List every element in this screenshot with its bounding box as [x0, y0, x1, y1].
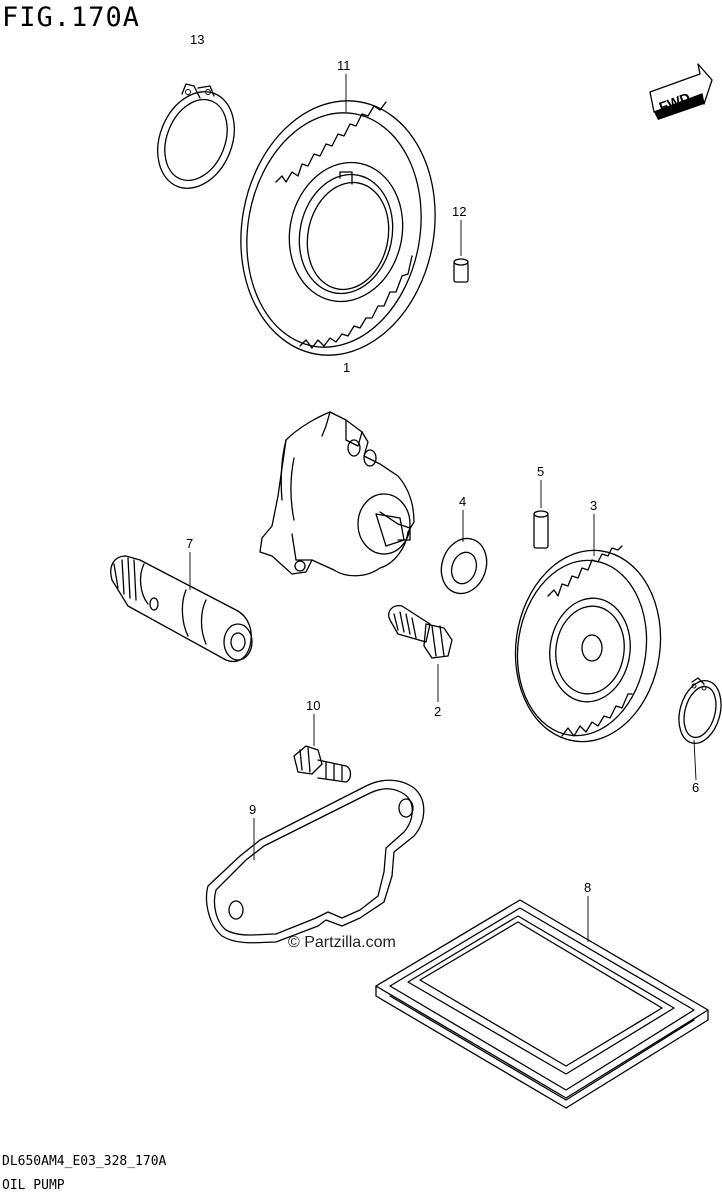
- callout-11: 11: [337, 58, 351, 73]
- diagram-name: OIL PUMP: [2, 1178, 65, 1193]
- driven-gear-3[interactable]: [503, 541, 672, 751]
- callouts: 13 11 12 1 7 4 5 3 2 10 6 9 8: [186, 32, 699, 895]
- bolt-2[interactable]: [388, 605, 453, 659]
- callout-7: 7: [186, 536, 193, 551]
- filter-8[interactable]: [375, 899, 709, 1109]
- callout-9: 9: [249, 802, 256, 817]
- callout-10: 10: [306, 698, 320, 713]
- drive-gear-1[interactable]: [221, 85, 455, 370]
- dowel-pin-12[interactable]: [453, 258, 469, 283]
- callout-12: 12: [452, 204, 466, 219]
- callout-4: 4: [459, 494, 466, 509]
- circlip-13[interactable]: [144, 80, 248, 200]
- pump-shaft-7[interactable]: [110, 555, 253, 663]
- diagram-code: DL650AM4_E03_328_170A: [2, 1154, 167, 1169]
- callout-5: 5: [537, 464, 544, 479]
- fwd-arrow-icon: FWD: [649, 63, 713, 120]
- figure-title: FIG.170A: [2, 2, 141, 33]
- leader-lines: [189, 74, 697, 942]
- washer-4[interactable]: [434, 533, 493, 600]
- pin-5[interactable]: [533, 510, 549, 549]
- cover-plate-9[interactable]: [205, 779, 425, 944]
- callout-8: 8: [584, 880, 591, 895]
- callout-1: 1: [343, 360, 350, 375]
- circlip-6[interactable]: [672, 676, 722, 748]
- oil-pump-body[interactable]: [259, 411, 415, 577]
- callout-3: 3: [590, 498, 597, 513]
- bolt-10[interactable]: [293, 745, 352, 783]
- callout-13: 13: [190, 32, 204, 47]
- callout-6: 6: [692, 780, 699, 795]
- watermark: © Partzilla.com: [288, 934, 396, 951]
- callout-2: 2: [434, 704, 441, 719]
